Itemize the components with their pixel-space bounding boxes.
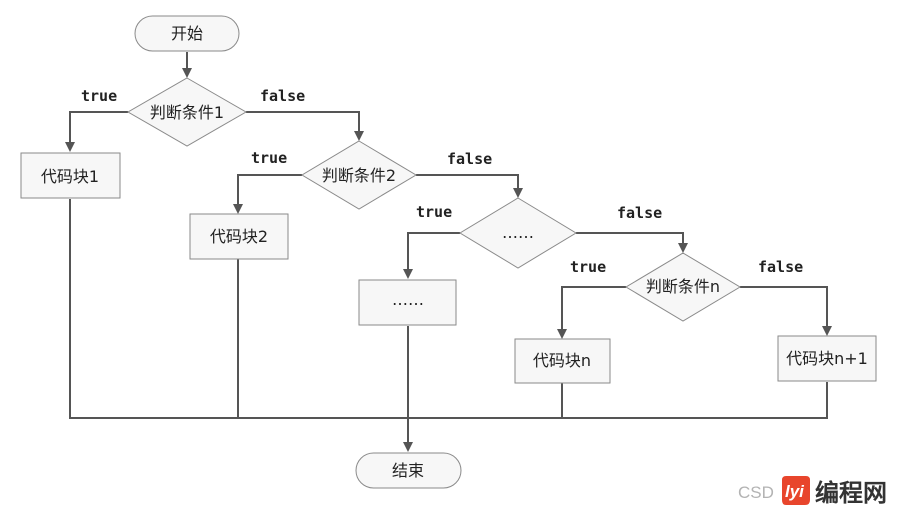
watermark-site-text: 编程网 xyxy=(815,479,887,507)
block-2: 代码块2 xyxy=(189,213,289,260)
decision-n-label: 判断条件n xyxy=(646,277,720,296)
block-2-label: 代码块2 xyxy=(210,227,268,246)
decision-ellipsis: …… xyxy=(459,197,577,269)
decision-1: 判断条件1 xyxy=(126,77,248,147)
condx-true-label: true xyxy=(416,203,452,221)
condx-false-label: false xyxy=(617,204,662,222)
edge-condn-true xyxy=(557,286,626,339)
block-ellipsis: …… xyxy=(358,279,457,326)
connectors xyxy=(65,52,832,452)
block-1: 代码块1 xyxy=(20,152,121,199)
watermark: CSD lyi 编程网 xyxy=(738,476,887,507)
edge-cond2-true xyxy=(233,174,302,214)
cond2-false-label: false xyxy=(447,150,492,168)
block-n-plus-1-label: 代码块n+1 xyxy=(786,349,868,368)
block-1-label: 代码块1 xyxy=(41,167,99,186)
edge-cond1-false xyxy=(246,111,364,141)
decision-ellipsis-label: …… xyxy=(502,223,534,242)
condn-false-label: false xyxy=(758,258,803,276)
block-n: 代码块n xyxy=(514,338,611,384)
block-n-plus-1: 代码块n+1 xyxy=(777,335,877,382)
block-n-label: 代码块n xyxy=(533,351,591,370)
start-label: 开始 xyxy=(171,24,203,43)
edge-cond2-false xyxy=(416,174,523,198)
watermark-logo-icon: lyi xyxy=(782,476,810,505)
cond2-true-label: true xyxy=(251,149,287,167)
start-node: 开始 xyxy=(134,15,240,52)
edge-condx-false xyxy=(576,232,688,253)
edge-condx-true xyxy=(403,232,460,279)
end-label: 结束 xyxy=(392,461,424,480)
decision-2: 判断条件2 xyxy=(301,140,417,210)
decision-1-label: 判断条件1 xyxy=(150,103,224,122)
end-node: 结束 xyxy=(355,452,462,489)
edge-condn-false xyxy=(740,286,832,336)
watermark-logo-text: lyi xyxy=(785,482,805,501)
decision-2-label: 判断条件2 xyxy=(322,166,396,185)
decision-n: 判断条件n xyxy=(625,252,741,322)
watermark-csdn-text: CSD xyxy=(738,483,774,502)
edge-cond1-true xyxy=(65,111,128,152)
cond1-false-label: false xyxy=(260,87,305,105)
cond1-true-label: true xyxy=(81,87,117,105)
block-ellipsis-label: …… xyxy=(392,290,424,309)
condn-true-label: true xyxy=(570,258,606,276)
